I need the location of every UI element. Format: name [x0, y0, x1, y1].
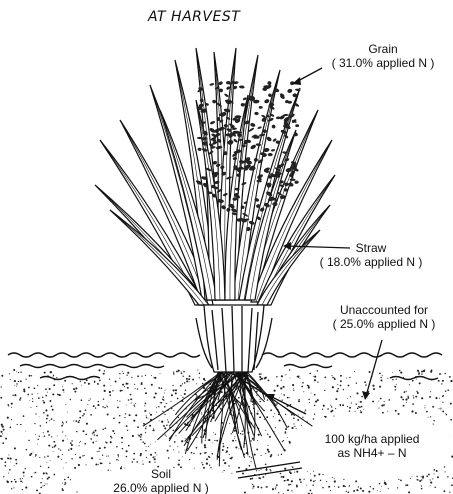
unaccounted-name: Unaccounted for	[318, 303, 450, 317]
soil-label: Soil 26.0% applied N )	[96, 467, 226, 494]
unaccounted-value: ( 25.0% applied N )	[318, 317, 450, 331]
unaccounted-label: Unaccounted for ( 25.0% applied N )	[318, 303, 450, 331]
diagram-title: AT HARVEST	[148, 10, 240, 24]
soil-region	[0, 368, 453, 494]
soil-name: Soil	[96, 467, 226, 481]
grain-name: Grain	[318, 42, 448, 56]
grain-label: Grain ( 31.0% applied N )	[318, 42, 448, 70]
soil-value: 26.0% applied N )	[96, 481, 226, 494]
applied-label: 100 kg/ha applied as NH4+ – N	[302, 432, 442, 460]
applied-line1: 100 kg/ha applied	[302, 432, 442, 446]
straw-label: Straw ( 18.0% applied N )	[310, 241, 432, 269]
straw-name: Straw	[310, 241, 432, 255]
stem-base	[196, 305, 272, 372]
applied-line2: as NH4+ – N	[302, 446, 442, 460]
grain-value: ( 31.0% applied N )	[318, 56, 448, 70]
straw-value: ( 18.0% applied N )	[310, 255, 432, 269]
